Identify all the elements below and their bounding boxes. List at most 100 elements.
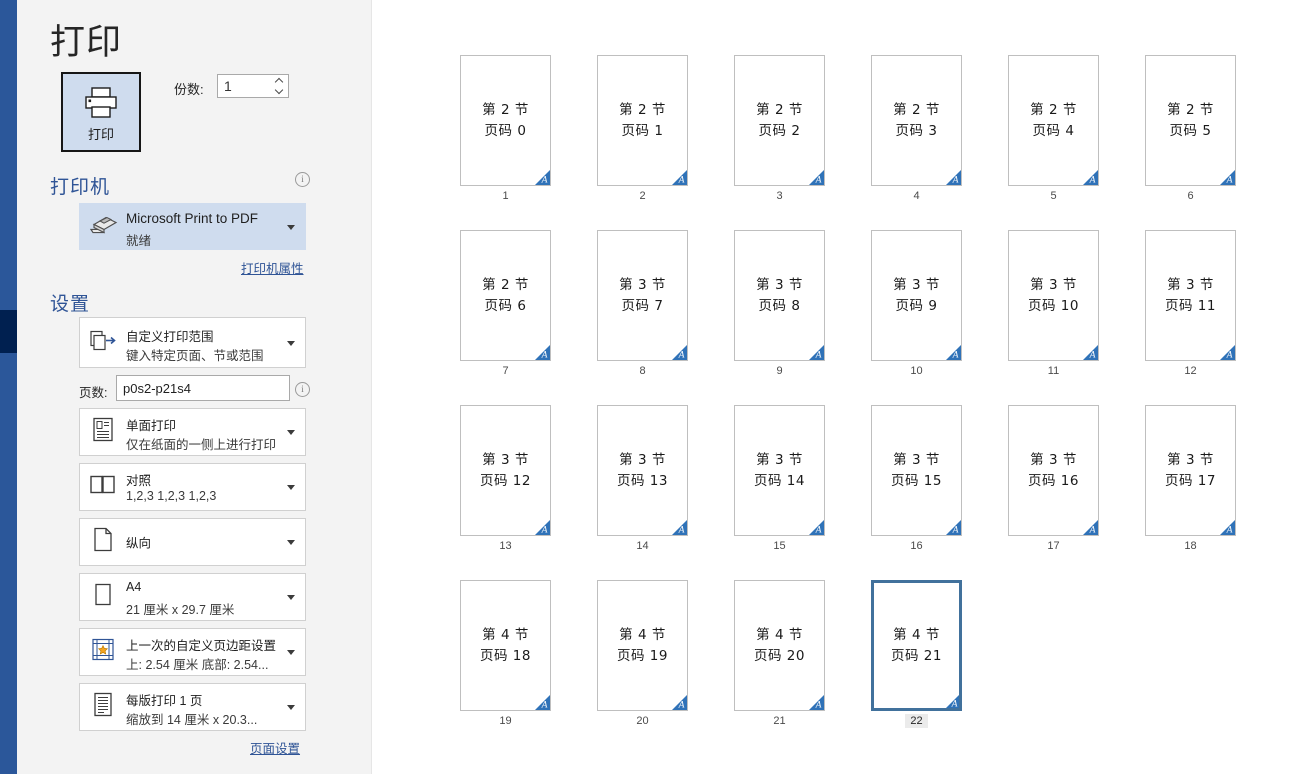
page-thumbnail[interactable]: 第 2 节页码 2 A <box>734 55 825 186</box>
thumbnail-page-number: 18 <box>1184 540 1197 552</box>
paper-size-title: A4 <box>126 580 142 594</box>
pages-field[interactable] <box>116 375 290 401</box>
print-button[interactable]: 打印 <box>61 72 141 152</box>
svg-text:A: A <box>815 526 822 535</box>
svg-text:A: A <box>952 526 959 535</box>
copies-input[interactable] <box>218 75 274 97</box>
print-range-subtitle: 键入特定页面、节或范围 <box>126 349 264 363</box>
printer-properties-link[interactable]: 打印机属性 <box>241 262 304 276</box>
copies-increment-icon[interactable] <box>273 76 286 86</box>
printer-select[interactable]: Microsoft Print to PDF 就绪 <box>79 203 306 250</box>
printer-info-icon[interactable]: i <box>295 172 310 187</box>
page-setup-link[interactable]: 页面设置 <box>250 742 301 756</box>
pages-per-sheet-select[interactable]: 每版打印 1 页 缩放到 14 厘米 x 20.3... <box>79 683 306 731</box>
print-range-title: 自定义打印范围 <box>126 330 214 344</box>
blue-triangle-a-icon: A <box>672 170 687 185</box>
thumbnail-line-2: 页码 7 <box>621 297 664 314</box>
thumbnail-line-1: 第 2 节 <box>756 101 803 118</box>
thumbnail-line-1: 第 3 节 <box>893 451 940 468</box>
backstage-scroll-thumb[interactable] <box>0 310 17 353</box>
pages-input[interactable] <box>117 376 289 400</box>
thumbnail-line-2: 页码 0 <box>484 122 527 139</box>
portrait-icon <box>88 527 118 558</box>
thumbnail-line-1: 第 3 节 <box>619 276 666 293</box>
blue-triangle-a-icon: A <box>535 170 550 185</box>
svg-text:A: A <box>952 351 959 360</box>
blue-triangle-a-icon: A <box>672 695 687 710</box>
print-range-select[interactable]: 自定义打印范围 键入特定页面、节或范围 <box>79 317 306 368</box>
duplex-select[interactable]: 单面打印 仅在纸面的一侧上进行打印 <box>79 408 306 456</box>
svg-text:A: A <box>815 351 822 360</box>
thumbnail-line-2: 页码 8 <box>758 297 801 314</box>
blue-triangle-a-icon: A <box>1220 170 1235 185</box>
pages-info-icon[interactable]: i <box>295 382 310 397</box>
blue-triangle-a-icon: A <box>672 520 687 535</box>
margins-select[interactable]: 上一次的自定义页边距设置 上: 2.54 厘米 底部: 2.54... <box>79 628 306 676</box>
thumbnail-line-1: 第 3 节 <box>756 276 803 293</box>
thumbnail-page-number: 20 <box>636 715 649 727</box>
thumbnail-line-2: 页码 2 <box>758 122 801 139</box>
blue-triangle-a-icon: A <box>535 345 550 360</box>
thumbnail-line-2: 页码 17 <box>1165 472 1216 489</box>
chevron-down-icon <box>287 430 295 435</box>
copies-stepper[interactable] <box>217 74 289 98</box>
svg-text:A: A <box>541 701 548 710</box>
thumbnail-line-1: 第 3 节 <box>1167 276 1214 293</box>
blue-triangle-a-icon: A <box>672 345 687 360</box>
chevron-down-icon <box>287 650 295 655</box>
chevron-down-icon <box>287 540 295 545</box>
thumbnail-line-1: 第 4 节 <box>756 626 803 643</box>
thumbnail-page-number: 6 <box>1187 190 1194 202</box>
chevron-down-icon <box>287 485 295 490</box>
blue-triangle-a-icon: A <box>809 345 824 360</box>
thumbnail-page-number: 8 <box>639 365 646 377</box>
blue-triangle-a-icon: A <box>946 520 961 535</box>
blue-triangle-a-icon: A <box>1220 520 1235 535</box>
orientation-select[interactable]: 纵向 <box>79 518 306 566</box>
thumbnail-line-1: 第 2 节 <box>893 101 940 118</box>
svg-text:A: A <box>815 176 822 185</box>
collate-title: 对照 <box>126 474 152 488</box>
blue-triangle-a-icon: A <box>1220 345 1235 360</box>
paper-size-select[interactable]: A4 21 厘米 x 29.7 厘米 <box>79 573 306 621</box>
thumbnail-line-2: 页码 5 <box>1169 122 1212 139</box>
custom-print-range-icon <box>88 328 118 357</box>
page-thumbnail[interactable]: 第 3 节页码 7 A <box>597 230 688 361</box>
paper-size-icon <box>88 582 118 613</box>
thumbnail-line-1: 第 4 节 <box>482 626 529 643</box>
margins-subtitle: 上: 2.54 厘米 底部: 2.54... <box>126 658 269 672</box>
svg-text:A: A <box>1226 176 1233 185</box>
thumbnail-line-2: 页码 16 <box>1028 472 1079 489</box>
copies-decrement-icon[interactable] <box>273 86 286 96</box>
thumbnail-page-number: 3 <box>776 190 783 202</box>
copies-spinner[interactable] <box>273 76 286 96</box>
collate-select[interactable]: 对照 1,2,3 1,2,3 1,2,3 <box>79 463 306 511</box>
thumbnail-page-number: 11 <box>1047 365 1060 377</box>
thumbnail-line-1: 第 4 节 <box>619 626 666 643</box>
orientation-title: 纵向 <box>126 536 152 551</box>
thumbnail-line-2: 页码 10 <box>1028 297 1079 314</box>
pages-label: 页数: <box>79 386 108 400</box>
page-thumbnail[interactable]: 第 3 节页码 8 A <box>734 230 825 361</box>
